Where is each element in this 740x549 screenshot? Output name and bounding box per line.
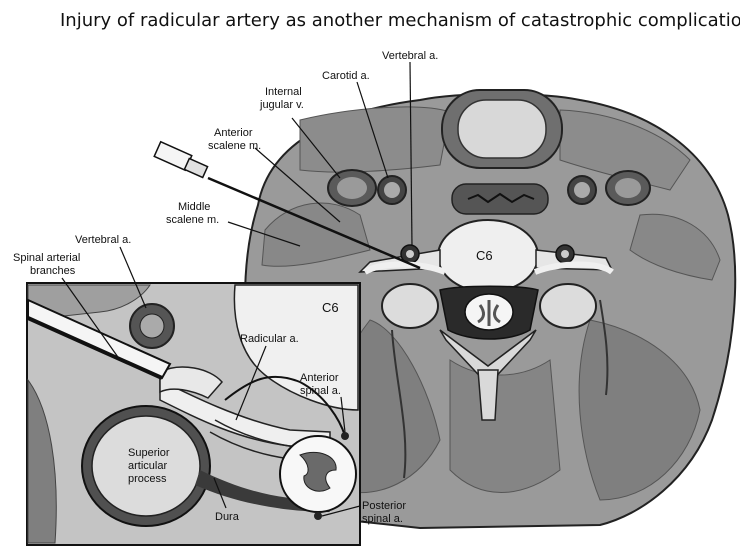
label-posterior-spinal-2: spinal a.	[362, 513, 403, 525]
label-spinal-arterial-1: Spinal arterial	[13, 252, 80, 264]
inset-vertebral-body	[233, 284, 359, 411]
label-middle-scalene-2: scalene m.	[166, 214, 219, 226]
label-anterior-spinal-2: spinal a.	[300, 385, 341, 397]
leader-radicular	[235, 345, 267, 421]
label-anterior-scalene-2: scalene m.	[208, 140, 261, 152]
leader-vertebral-inset	[119, 246, 147, 309]
spinous-process	[477, 369, 499, 421]
label-vertebral-inset: Vertebral a.	[75, 234, 131, 246]
leader-middle-scalene	[227, 221, 301, 247]
needle	[153, 140, 421, 270]
internal-jugular-lumen-right	[615, 178, 641, 198]
leader-posterior-spinal	[321, 505, 361, 517]
inset-posterior-spinal-artery	[314, 512, 322, 520]
label-radicular: Radicular a.	[240, 333, 299, 345]
nerve-root-right	[533, 261, 614, 275]
label-c6-inset: C6	[322, 300, 339, 315]
label-superior-articular-1: Superior	[128, 447, 170, 459]
trachea-lumen	[457, 99, 547, 159]
internal-jugular-lumen-left	[337, 177, 367, 199]
needle-shaft	[207, 176, 421, 270]
inset-cord-grey-matter	[299, 451, 337, 492]
vessel-left	[391, 329, 407, 479]
inset-needle-edge	[27, 316, 163, 380]
leader-anterior-scalene	[254, 147, 341, 223]
label-superior-articular-3: process	[128, 473, 167, 485]
leader-vertebral-top	[409, 61, 413, 247]
inset-superior-articular-process	[91, 415, 201, 517]
figure-title: Injury of radicular artery as another me…	[60, 10, 740, 31]
label-carotid: Carotid a.	[322, 70, 370, 82]
nerve-root-left	[363, 261, 447, 275]
inset-radicular-artery	[224, 375, 346, 437]
esophagus	[451, 183, 549, 215]
needle-connector	[183, 157, 209, 179]
leader-dura	[213, 477, 227, 509]
label-anterior-spinal-1: Anterior	[300, 372, 339, 384]
leader-anterior-spinal	[340, 396, 346, 433]
label-spinal-arterial-2: branches	[30, 265, 76, 277]
vertebral-artery-lumen-right	[561, 250, 569, 258]
vessel-right	[599, 299, 609, 396]
leader-carotid	[356, 81, 389, 179]
label-anterior-scalene-1: Anterior	[214, 127, 253, 139]
spinal-cord-grey-matter	[477, 300, 501, 326]
posterior-muscle-right	[578, 319, 701, 501]
main-labels: Vertebral a. Carotid a. Internal jugular…	[166, 50, 493, 263]
articular-process-left	[381, 283, 439, 329]
posterior-muscle-center	[449, 359, 561, 493]
label-vertebral-top: Vertebral a.	[382, 50, 438, 62]
strap-muscle-right	[559, 109, 691, 191]
neck-cross-section	[244, 89, 737, 530]
inset-root-sleeve	[159, 366, 223, 399]
leader-internal-jugular	[291, 117, 341, 179]
label-dura: Dura	[215, 511, 240, 523]
leader-spinal-arterial	[61, 277, 121, 361]
inset-vertebral-artery-lumen	[139, 313, 165, 339]
inset-panel	[26, 282, 361, 546]
label-internal-jugular-1: Internal	[265, 86, 302, 98]
scalene-muscle-left	[261, 202, 371, 267]
esophagus-lumen	[467, 192, 535, 204]
inset-muscle-top	[27, 284, 151, 321]
inset-muscle-left	[27, 378, 57, 544]
carotid-lumen-left	[384, 182, 400, 198]
articular-process-right	[539, 283, 597, 329]
carotid-lumen-right	[574, 182, 590, 198]
label-middle-scalene-1: Middle	[178, 201, 210, 213]
label-internal-jugular-2: jugular v.	[259, 99, 304, 111]
label-c6-main: C6	[476, 248, 493, 263]
inset-labels: Vertebral a. Spinal arterial branches C6…	[13, 234, 406, 525]
vertebral-artery-lumen-left	[406, 250, 414, 258]
label-superior-articular-2: articular	[128, 460, 167, 472]
inset-anterior-spinal-artery	[341, 432, 349, 440]
scalene-muscle-right	[629, 213, 721, 281]
label-posterior-spinal-1: Posterior	[362, 500, 406, 512]
